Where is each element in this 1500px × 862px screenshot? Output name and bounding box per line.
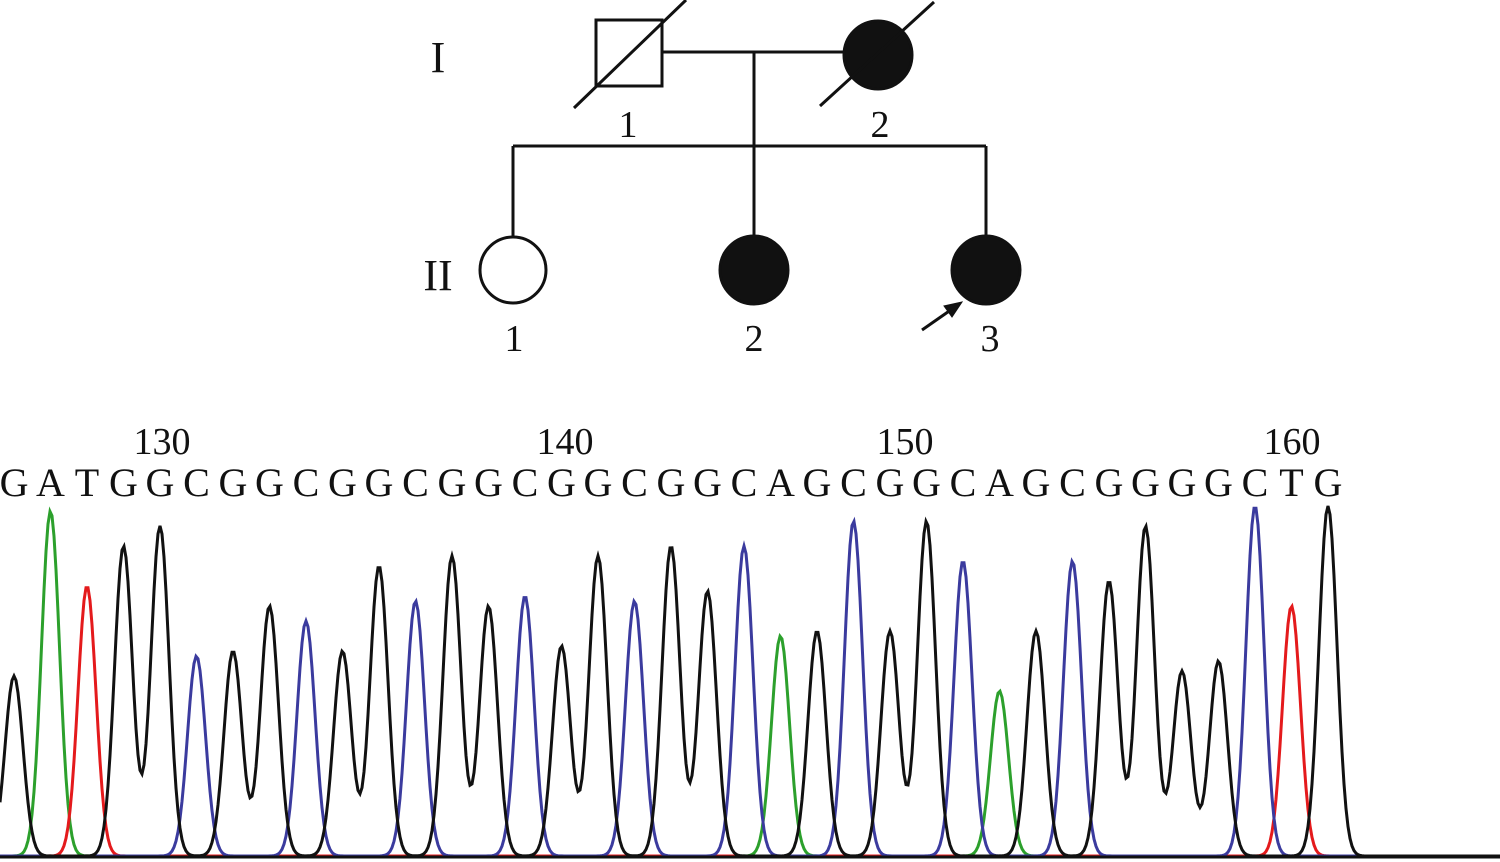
position-labels: 130 140 150 160 xyxy=(134,421,1321,463)
base-call-22: A xyxy=(766,460,795,505)
base-call-21: C xyxy=(731,460,758,505)
base-call-34: G xyxy=(1204,460,1233,505)
base-call-9: C xyxy=(293,460,320,505)
base-call-23: G xyxy=(803,460,832,505)
base-call-2: A xyxy=(36,460,65,505)
base-call-10: G xyxy=(328,460,357,505)
base-call-31: G xyxy=(1095,460,1124,505)
pedigree: I II 1 2 1 2 3 xyxy=(423,0,1022,360)
base-call-3: T xyxy=(75,460,99,505)
base-call-4: G xyxy=(109,460,138,505)
position-label-160: 160 xyxy=(1264,421,1321,463)
base-call-25: G xyxy=(876,460,905,505)
base-call-15: C xyxy=(512,460,539,505)
base-call-7: G xyxy=(219,460,248,505)
base-call-8: G xyxy=(255,460,284,505)
individual-II-2-female-symbol xyxy=(718,234,790,306)
base-call-26: G xyxy=(912,460,941,505)
base-call-17: G xyxy=(584,460,613,505)
base-call-36: T xyxy=(1279,460,1303,505)
base-call-12: C xyxy=(402,460,429,505)
base-call-37: G xyxy=(1314,460,1343,505)
base-call-28: A xyxy=(985,460,1014,505)
base-call-11: G xyxy=(365,460,394,505)
base-call-13: G xyxy=(438,460,467,505)
base-call-1: G xyxy=(0,460,28,505)
base-call-24: C xyxy=(840,460,867,505)
position-label-140: 140 xyxy=(537,421,594,463)
proband-arrow-head xyxy=(943,301,964,318)
base-call-16: G xyxy=(547,460,576,505)
individual-II-3-female-symbol xyxy=(950,234,1022,306)
generation-label-II: II xyxy=(423,251,452,300)
base-call-33: G xyxy=(1168,460,1197,505)
chromatogram-traces xyxy=(0,505,1500,858)
deceased-slash-I-2 xyxy=(818,0,936,108)
position-label-130: 130 xyxy=(134,421,191,463)
individual-number-II-2: 2 xyxy=(745,318,764,360)
deceased-slash-I-1 xyxy=(572,0,688,110)
individual-II-1-female-symbol xyxy=(478,235,548,305)
individual-number-I-1: 1 xyxy=(619,104,638,146)
base-call-14: G xyxy=(474,460,503,505)
base-call-18: C xyxy=(621,460,648,505)
base-call-27: C xyxy=(950,460,977,505)
base-call-35: C xyxy=(1242,460,1269,505)
individual-number-II-3: 3 xyxy=(981,318,1000,360)
base-call-32: G xyxy=(1131,460,1160,505)
base-call-29: G xyxy=(1022,460,1051,505)
base-call-6: C xyxy=(183,460,210,505)
base-call-30: C xyxy=(1059,460,1086,505)
individual-number-I-2: 2 xyxy=(871,104,890,146)
generation-label-I: I xyxy=(431,33,446,82)
base-call-19: G xyxy=(657,460,686,505)
position-label-150: 150 xyxy=(877,421,934,463)
base-call-5: G xyxy=(146,460,175,505)
individual-number-II-1: 1 xyxy=(505,318,524,360)
base-call-20: G xyxy=(693,460,722,505)
